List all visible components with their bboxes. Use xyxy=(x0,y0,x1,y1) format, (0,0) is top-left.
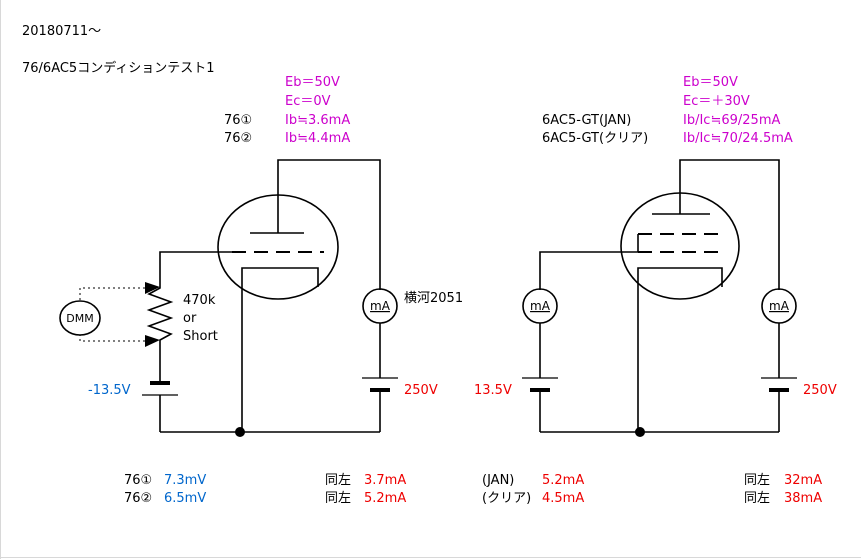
results-left: 76① 7.3mV 同左 3.7mA 76② 6.5mV 同左 5.2mA xyxy=(124,473,406,506)
result-right-row1-label: (JAN) xyxy=(482,473,514,488)
right-row1-value: Ib/Ic≒69/25mA xyxy=(683,113,780,128)
right-tube-cathode xyxy=(637,267,723,287)
left-plate-voltage: 250V xyxy=(404,383,438,398)
left-ma-meter-label: mA xyxy=(370,299,391,313)
left-grid-wire xyxy=(159,251,232,278)
right-grid-voltage: 13.5V xyxy=(474,383,512,398)
result-right-row1-grid: 5.2mA xyxy=(542,473,584,488)
left-plate-wire xyxy=(277,159,381,290)
resistor-label-line1: 470k xyxy=(183,293,216,308)
page-title: 76/6AC5コンディションテスト1 xyxy=(22,60,215,76)
result-left-row2-plate: 5.2mA xyxy=(364,491,406,506)
right-ground-junction xyxy=(635,427,645,437)
right-grid-wire xyxy=(539,251,638,290)
result-right-row2-label: (クリア) xyxy=(482,491,531,506)
result-right-row1-plate: 32mA xyxy=(784,473,822,488)
left-tube-cathode xyxy=(241,267,319,287)
right-grid-meter-label: mA xyxy=(530,299,551,313)
date-text: 20180711～ xyxy=(22,24,101,39)
result-left-row2-prefix: 同左 xyxy=(325,491,351,506)
left-row2-label: 76② xyxy=(224,131,252,146)
right-conditions: Eb＝50V Ec＝＋30V 6AC5-GT(JAN) Ib/Ic≒69/25m… xyxy=(542,75,793,146)
left-ground-junction xyxy=(235,427,245,437)
left-conditions: Eb＝50V Ec＝0V 76① Ib≒3.6mA 76② Ib≒4.4mA xyxy=(224,75,350,146)
result-right-row2-grid: 4.5mA xyxy=(542,491,584,506)
left-meter-model: 横河2051 xyxy=(404,291,463,306)
result-left-row1-plate: 3.7mA xyxy=(364,473,406,488)
dmm-lead-bottom xyxy=(79,335,145,342)
right-eb-text: Eb＝50V xyxy=(683,75,738,90)
result-left-row1-grid: 7.3mV xyxy=(164,473,206,488)
result-left-row2-label: 76② xyxy=(124,491,152,506)
left-row1-value: Ib≒3.6mA xyxy=(285,113,350,128)
results-right: (JAN) 5.2mA 同左 32mA (クリア) 4.5mA 同左 38mA xyxy=(482,473,822,506)
result-left-row1-label: 76① xyxy=(124,473,152,488)
resistor-label-line2: or xyxy=(183,311,197,326)
dmm-probe-arrow-top xyxy=(145,282,160,294)
left-row2-value: Ib≒4.4mA xyxy=(285,131,350,146)
dmm-probe-arrow-bottom xyxy=(145,335,160,347)
right-plate-wire xyxy=(679,159,780,290)
left-grid-resistor xyxy=(146,278,174,346)
result-left-row2-grid: 6.5mV xyxy=(164,491,206,506)
left-ec-text: Ec＝0V xyxy=(285,94,331,109)
right-ec-text: Ec＝＋30V xyxy=(683,94,750,109)
left-row1-label: 76① xyxy=(224,113,252,128)
result-right-row1-prefix: 同左 xyxy=(744,473,770,488)
result-left-row1-prefix: 同左 xyxy=(325,473,351,488)
result-right-row2-plate: 38mA xyxy=(784,491,822,506)
result-right-row2-prefix: 同左 xyxy=(744,491,770,506)
dmm-meter xyxy=(59,300,101,336)
left-grid-voltage: -13.5V xyxy=(88,383,131,398)
resistor-label-line3: Short xyxy=(183,329,218,344)
right-plate-voltage: 250V xyxy=(803,383,837,398)
right-plate-meter-label: mA xyxy=(769,299,790,313)
left-eb-text: Eb＝50V xyxy=(285,75,340,90)
dmm-label: DMM xyxy=(66,312,93,325)
dmm-lead-top xyxy=(79,287,145,300)
right-row1-label: 6AC5-GT(JAN) xyxy=(542,113,631,128)
right-row2-label: 6AC5-GT(クリア) xyxy=(542,131,648,146)
right-row2-value: Ib/Ic≒70/24.5mA xyxy=(683,131,793,146)
